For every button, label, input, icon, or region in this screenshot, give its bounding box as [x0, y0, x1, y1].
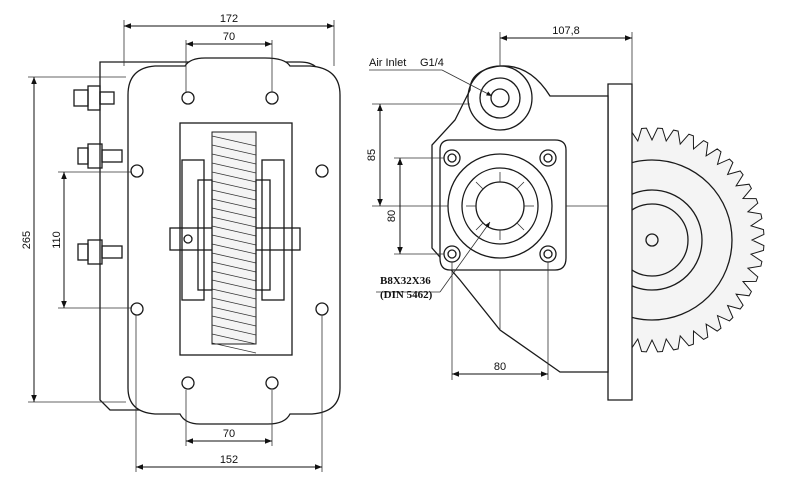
right-view: 107,8 Air Inlet G1/4 85 80 80 B8X32X36 — [366, 25, 765, 401]
dim-80-vertical-label: 80 — [386, 210, 398, 222]
output-face-flange — [439, 139, 567, 271]
dim-85-label: 85 — [366, 149, 378, 161]
dim-265-label: 265 — [21, 231, 33, 249]
nut-upper-left — [77, 143, 123, 169]
flange-window — [179, 122, 293, 356]
right-dimensions: 107,8 Air Inlet G1/4 85 80 80 B8X32X36 — [366, 25, 633, 380]
output-mount-plate — [607, 83, 633, 401]
dim-70-bottom-label: 70 — [223, 428, 235, 440]
gear-shaft-assembly — [169, 131, 301, 354]
dim-80-bottom-label: 80 — [494, 361, 506, 373]
spline-standard-label: (DIN 5462) — [380, 289, 433, 301]
left-dimensions: 172 70 265 110 70 152 — [21, 13, 335, 472]
spline-spec-label: B8X32X36 — [380, 275, 431, 287]
dim-172-label: 172 — [220, 13, 238, 25]
dim-110-label: 110 — [51, 231, 63, 249]
gear-teeth — [211, 135, 257, 354]
dim-70-top-label: 70 — [223, 31, 235, 43]
left-view: 172 70 265 110 70 152 — [21, 13, 341, 472]
dim-152-label: 152 — [220, 454, 238, 466]
dim-107-8-label: 107,8 — [552, 25, 580, 37]
air-fitting-left — [73, 85, 115, 111]
nut-lower-left — [77, 239, 123, 265]
air-thread-label: G1/4 — [420, 57, 444, 69]
air-inlet-label: Air Inlet — [369, 57, 406, 69]
